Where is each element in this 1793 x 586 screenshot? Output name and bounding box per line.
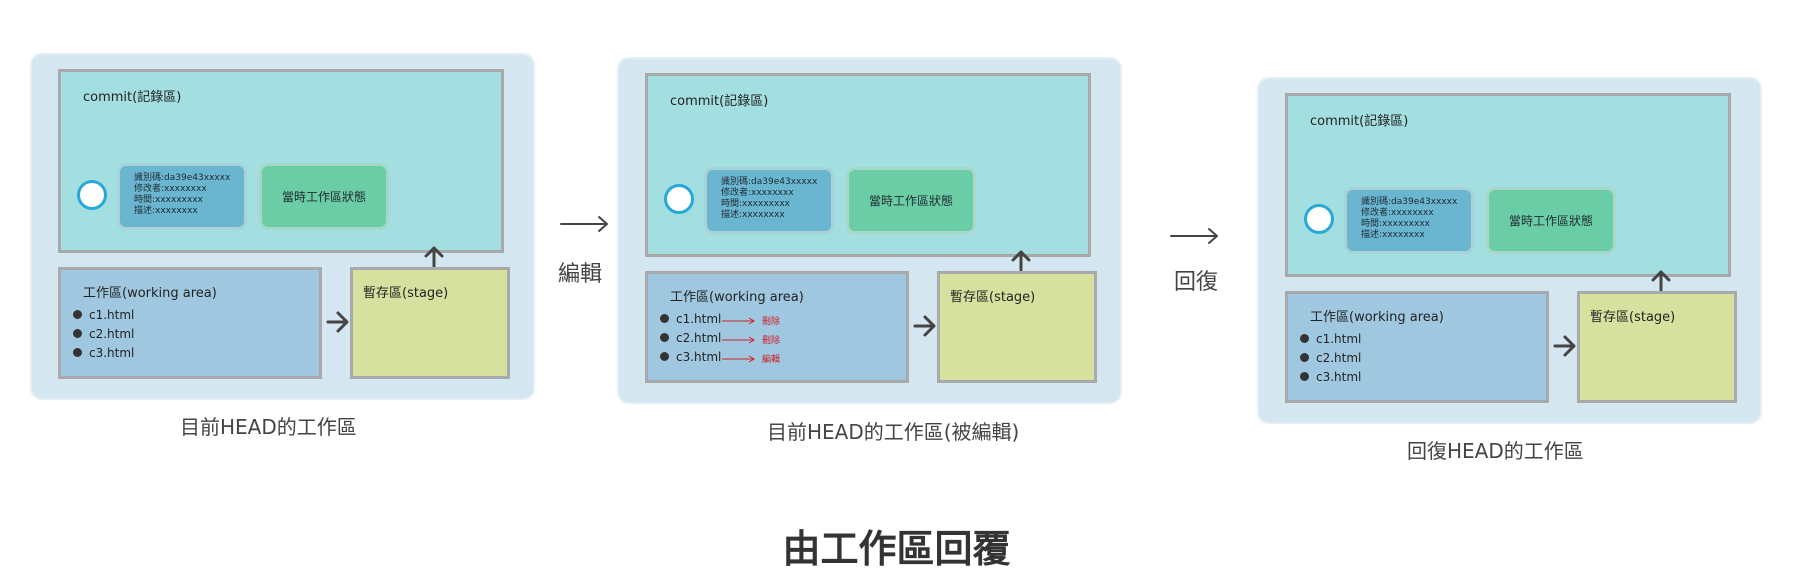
bullet-icon bbox=[73, 310, 82, 319]
commit-author-line: 修改者:xxxxxxxx bbox=[1361, 208, 1434, 218]
commit-desc-line: 描述:xxxxxxxx bbox=[134, 206, 198, 216]
stage-to-commit-arrow-icon bbox=[1011, 250, 1031, 271]
file-change-tag: 刪除 bbox=[762, 317, 781, 327]
commit-area: commit(記錄區) 識別碼:da39e43xxxxx 修改者:xxxxxxx… bbox=[58, 69, 504, 253]
file-change-tag: 刪除 bbox=[762, 336, 781, 346]
diagram-panel-edited: commit(記錄區) 識別碼:da39e43xxxxx 修改者:xxxxxxx… bbox=[617, 57, 1122, 404]
file-name: c2.html bbox=[676, 331, 722, 345]
file-name: c3.html bbox=[89, 346, 135, 360]
file-item: c2.html bbox=[660, 331, 721, 345]
diagram-title: 由工作區回覆 bbox=[782, 527, 1011, 571]
commit-author-line: 修改者:xxxxxxxx bbox=[721, 188, 794, 198]
commit-info-box: 識別碼:da39e43xxxxx 修改者:xxxxxxxx 時間:xxxxxxx… bbox=[117, 163, 247, 230]
edit-transition-arrow-icon bbox=[560, 216, 608, 232]
commit-label: commit(記錄區) bbox=[83, 90, 182, 105]
stage-area: 暫存區(stage) bbox=[350, 267, 510, 379]
stage-area-label: 暫存區(stage) bbox=[363, 286, 449, 301]
file-change-tag: 編輯 bbox=[762, 355, 781, 365]
bullet-icon bbox=[660, 314, 669, 323]
commit-state-box: 當時工作區狀態 bbox=[1486, 187, 1616, 254]
stage-to-commit-arrow-icon bbox=[424, 246, 444, 267]
bullet-icon bbox=[660, 333, 669, 342]
file-item: c3.html bbox=[1300, 370, 1361, 384]
stage-area: 暫存區(stage) bbox=[937, 271, 1097, 383]
working-to-stage-arrow-icon bbox=[1553, 335, 1576, 357]
working-to-stage-arrow-icon bbox=[913, 315, 936, 337]
commit-area: commit(記錄區) 識別碼:da39e43xxxxx 修改者:xxxxxxx… bbox=[1285, 93, 1731, 277]
commit-author-line: 修改者:xxxxxxxx bbox=[134, 184, 207, 194]
commit-label: commit(記錄區) bbox=[1310, 114, 1409, 129]
commit-info-box: 識別碼:da39e43xxxxx 修改者:xxxxxxxx 時間:xxxxxxx… bbox=[1344, 187, 1474, 254]
commit-desc-line: 描述:xxxxxxxx bbox=[721, 210, 785, 220]
commit-time-line: 時間:xxxxxxxxx bbox=[721, 199, 790, 209]
commit-id-line: 識別碼:da39e43xxxxx bbox=[721, 177, 818, 187]
red-arrow-icon bbox=[722, 317, 755, 325]
working-to-stage-arrow-icon bbox=[326, 311, 349, 333]
file-name: c2.html bbox=[89, 327, 135, 341]
state-label: 當時工作區狀態 bbox=[281, 190, 366, 204]
file-name: c2.html bbox=[1316, 351, 1362, 365]
panel-caption: 回復HEAD的工作區 bbox=[1407, 439, 1584, 463]
stage-area-label: 暫存區(stage) bbox=[950, 290, 1036, 305]
stage-area-label: 暫存區(stage) bbox=[1590, 310, 1676, 325]
bullet-icon bbox=[660, 352, 669, 361]
head-commit-circle-icon bbox=[1304, 204, 1334, 234]
file-name: c1.html bbox=[1316, 332, 1362, 346]
bullet-icon bbox=[1300, 334, 1309, 343]
commit-time-line: 時間:xxxxxxxxx bbox=[134, 195, 203, 205]
bullet-icon bbox=[73, 329, 82, 338]
file-item: c1.html bbox=[660, 312, 721, 326]
panel-caption: 目前HEAD的工作區 bbox=[180, 415, 357, 439]
bullet-icon bbox=[73, 348, 82, 357]
working-area-label: 工作區(working area) bbox=[83, 286, 217, 301]
diagram-panel-restored: commit(記錄區) 識別碼:da39e43xxxxx 修改者:xxxxxxx… bbox=[1257, 77, 1762, 424]
file-name: c3.html bbox=[1316, 370, 1362, 384]
state-label: 當時工作區狀態 bbox=[1508, 214, 1593, 228]
head-commit-circle-icon bbox=[77, 180, 107, 210]
working-area: 工作區(working area) c1.html c2.html c3.htm… bbox=[1285, 291, 1549, 403]
diagram-panel-current: commit(記錄區) 識別碼:da39e43xxxxx 修改者:xxxxxxx… bbox=[30, 53, 535, 400]
stage-area: 暫存區(stage) bbox=[1577, 291, 1737, 403]
restore-transition-label: 回復 bbox=[1174, 270, 1219, 295]
file-name: c1.html bbox=[676, 312, 722, 326]
commit-state-box: 當時工作區狀態 bbox=[846, 167, 976, 234]
panel-caption: 目前HEAD的工作區(被編輯) bbox=[767, 420, 1020, 444]
file-name: c3.html bbox=[676, 350, 722, 364]
commit-state-box: 當時工作區狀態 bbox=[259, 163, 389, 230]
working-area: 工作區(working area) c1.html c2.html c3.htm… bbox=[58, 267, 322, 379]
state-label: 當時工作區狀態 bbox=[868, 194, 953, 208]
working-area-label: 工作區(working area) bbox=[1310, 310, 1444, 325]
commit-id-line: 識別碼:da39e43xxxxx bbox=[134, 173, 231, 183]
red-arrow-icon bbox=[722, 355, 755, 363]
working-area-label: 工作區(working area) bbox=[670, 290, 804, 305]
commit-desc-line: 描述:xxxxxxxx bbox=[1361, 230, 1425, 240]
file-item: c1.html bbox=[73, 308, 134, 322]
file-item: c3.html bbox=[73, 346, 134, 360]
restore-transition-arrow-icon bbox=[1170, 228, 1218, 244]
working-area: 工作區(working area) c1.html 刪除 c2.html 刪除 … bbox=[645, 271, 909, 383]
file-item: c3.html bbox=[660, 350, 721, 364]
file-item: c2.html bbox=[73, 327, 134, 341]
edit-transition-label: 編輯 bbox=[558, 262, 603, 287]
stage-to-commit-arrow-icon bbox=[1651, 270, 1671, 291]
head-commit-circle-icon bbox=[664, 184, 694, 214]
commit-time-line: 時間:xxxxxxxxx bbox=[1361, 219, 1430, 229]
file-name: c1.html bbox=[89, 308, 135, 322]
file-item: c1.html bbox=[1300, 332, 1361, 346]
red-arrow-icon bbox=[722, 336, 755, 344]
commit-label: commit(記錄區) bbox=[670, 94, 769, 109]
commit-info-box: 識別碼:da39e43xxxxx 修改者:xxxxxxxx 時間:xxxxxxx… bbox=[704, 167, 834, 234]
commit-id-line: 識別碼:da39e43xxxxx bbox=[1361, 197, 1458, 207]
bullet-icon bbox=[1300, 372, 1309, 381]
file-item: c2.html bbox=[1300, 351, 1361, 365]
commit-area: commit(記錄區) 識別碼:da39e43xxxxx 修改者:xxxxxxx… bbox=[645, 73, 1091, 257]
bullet-icon bbox=[1300, 353, 1309, 362]
